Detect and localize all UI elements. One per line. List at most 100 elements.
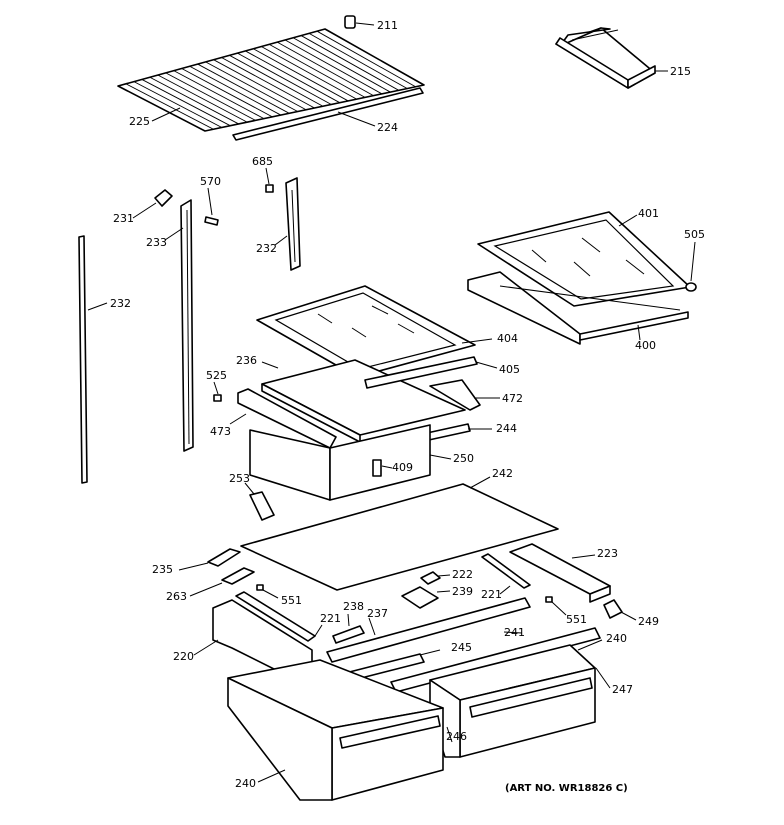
part-570-screw bbox=[204, 187, 219, 226]
label-685: 685 bbox=[252, 155, 273, 168]
label-211: 211 bbox=[377, 19, 398, 32]
label-473: 473 bbox=[210, 425, 231, 438]
part-405-trim bbox=[364, 356, 498, 389]
label-215: 215 bbox=[670, 65, 691, 78]
part-235-support bbox=[178, 548, 241, 571]
part-242-glass-panel bbox=[240, 476, 559, 591]
part-236-crisper-cover bbox=[261, 359, 466, 443]
label-570: 570 bbox=[200, 175, 221, 188]
part-404-glass-shelf bbox=[256, 285, 493, 378]
label-221b: 221 bbox=[320, 612, 341, 625]
label-240b: 240 bbox=[235, 777, 256, 790]
label-551b: 551 bbox=[566, 613, 587, 626]
wire-rod bbox=[277, 41, 374, 97]
label-231: 231 bbox=[113, 212, 134, 225]
part-232-short-rail bbox=[274, 177, 301, 271]
label-224: 224 bbox=[377, 121, 398, 134]
part-211-clip bbox=[344, 15, 375, 29]
label-250: 250 bbox=[453, 452, 474, 465]
label-223: 223 bbox=[597, 547, 618, 560]
part-232-long-rail bbox=[78, 235, 108, 484]
part-231-cap bbox=[132, 189, 173, 219]
wire-rod bbox=[149, 76, 239, 125]
label-232b: 232 bbox=[110, 297, 131, 310]
label-225: 225 bbox=[129, 115, 150, 128]
wire-rod bbox=[125, 83, 214, 130]
part-685-screw bbox=[265, 167, 274, 193]
wire-rod bbox=[205, 61, 298, 112]
label-505: 505 bbox=[684, 228, 705, 241]
label-405: 405 bbox=[499, 363, 520, 376]
part-223-slide bbox=[509, 543, 611, 603]
wire-rod bbox=[197, 63, 290, 114]
part-233-long-rail bbox=[164, 199, 194, 452]
wire-rod bbox=[165, 72, 256, 121]
wire-rod bbox=[181, 68, 273, 118]
label-239: 239 bbox=[452, 585, 473, 598]
part-239-bracket bbox=[401, 586, 451, 609]
label-241: 241 bbox=[504, 626, 525, 639]
label-236: 236 bbox=[236, 354, 257, 367]
label-220: 220 bbox=[173, 650, 194, 663]
part-473-bracket bbox=[229, 388, 337, 449]
label-249: 249 bbox=[638, 615, 659, 628]
wire-rod bbox=[237, 52, 332, 105]
label-401: 401 bbox=[638, 207, 659, 220]
part-401-glass-shelf bbox=[477, 211, 691, 307]
wire-rod bbox=[292, 37, 391, 93]
label-400: 400 bbox=[635, 339, 656, 352]
wire-rod bbox=[253, 48, 349, 102]
label-232a: 232 bbox=[256, 242, 277, 255]
wire-rod bbox=[300, 35, 399, 91]
part-551-screw-right bbox=[545, 596, 567, 616]
part-221-rail-right bbox=[481, 553, 531, 595]
wire-rod bbox=[261, 46, 357, 100]
label-221a: 221 bbox=[481, 588, 502, 601]
part-222-bracket bbox=[420, 571, 451, 585]
label-551a: 551 bbox=[281, 594, 302, 607]
label-238: 238 bbox=[343, 600, 364, 613]
label-244: 244 bbox=[496, 422, 517, 435]
label-233: 233 bbox=[146, 236, 167, 249]
wire-rod bbox=[284, 39, 383, 95]
part-215-bin bbox=[555, 27, 668, 89]
label-472: 472 bbox=[502, 392, 523, 405]
wire-rod bbox=[221, 57, 315, 109]
wire-rod bbox=[213, 59, 307, 111]
label-240a: 240 bbox=[606, 632, 627, 645]
wire-rod bbox=[229, 54, 324, 107]
label-247: 247 bbox=[612, 683, 633, 696]
part-505-screw bbox=[685, 241, 697, 292]
part-224-trim bbox=[232, 87, 424, 141]
label-242: 242 bbox=[492, 467, 513, 480]
part-237-rail bbox=[326, 597, 531, 663]
part-240-drawer-left bbox=[227, 659, 453, 801]
label-237: 237 bbox=[367, 607, 388, 620]
art-number: (ART NO. WR18826 C) bbox=[505, 783, 628, 794]
part-400-shelf-frame bbox=[467, 271, 689, 345]
wire-rod bbox=[245, 50, 340, 104]
wire-rod bbox=[141, 79, 231, 127]
part-263-support bbox=[189, 567, 255, 597]
part-525-screw bbox=[213, 381, 222, 402]
wire-rod bbox=[157, 74, 248, 123]
part-225-wire-shelf bbox=[117, 28, 425, 132]
label-246: 246 bbox=[446, 730, 467, 743]
wire-rod bbox=[189, 65, 282, 116]
wire-rod bbox=[316, 30, 416, 88]
part-249-bracket bbox=[603, 599, 637, 621]
wire-rod bbox=[269, 43, 366, 98]
part-240-drawer-right bbox=[429, 639, 611, 758]
label-222: 222 bbox=[452, 568, 473, 581]
label-245: 245 bbox=[451, 641, 472, 654]
label-404: 404 bbox=[497, 332, 518, 345]
wire-rod bbox=[133, 81, 223, 128]
part-409-slide bbox=[372, 459, 393, 477]
label-253: 253 bbox=[229, 472, 250, 485]
part-253-clip bbox=[244, 482, 275, 521]
part-472-slide bbox=[429, 379, 500, 411]
part-551-screw-left bbox=[256, 584, 279, 599]
label-409: 409 bbox=[392, 461, 413, 474]
part-221-rail-left bbox=[235, 591, 323, 642]
